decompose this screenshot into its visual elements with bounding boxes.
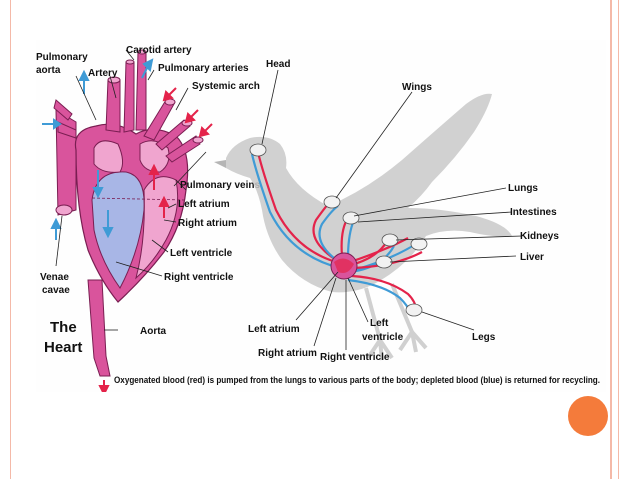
label-bird-left-ventricle-2: ventricle: [362, 332, 404, 343]
label-lungs: Lungs: [508, 183, 538, 194]
label-bird-right-ventricle: Right ventricle: [320, 352, 390, 363]
label-left-ventricle: Left ventricle: [170, 248, 233, 259]
label-legs: Legs: [472, 332, 496, 343]
heart-title-line-2: Heart: [44, 339, 82, 356]
figure-caption: Oxygenated blood (red) is pumped from th…: [114, 375, 600, 386]
bird-illustration: [214, 69, 523, 361]
label-systemic-arch: Systemic arch: [192, 81, 260, 92]
label-right-atrium: Right atrium: [178, 218, 237, 229]
circulation-diagram: Pulmonary aorta Artery Carotid artery Pu…: [36, 45, 600, 397]
heart-title-line-1: The: [50, 319, 77, 336]
heart-illustration: [42, 49, 213, 397]
label-venae-cavae-1: Venae: [40, 272, 69, 283]
label-artery: Artery: [88, 68, 118, 79]
label-aorta: Aorta: [140, 326, 167, 337]
label-pulmonary-veins: Pulmonary veins: [180, 180, 260, 191]
label-carotid-artery: Carotid artery: [126, 45, 192, 56]
label-liver: Liver: [520, 252, 544, 263]
label-venae-cavae-2: cavae: [42, 285, 70, 296]
label-kidneys: Kidneys: [520, 231, 559, 242]
label-intestines: Intestines: [510, 207, 557, 218]
label-pulmonary-arteries: Pulmonary arteries: [158, 63, 249, 74]
label-left-atrium: Left atrium: [178, 199, 230, 210]
right-border-line: [610, 0, 612, 479]
label-bird-right-atrium: Right atrium: [258, 348, 317, 359]
label-wings: Wings: [402, 82, 432, 93]
circulation-figure: Pulmonary aorta Artery Carotid artery Pu…: [36, 40, 606, 397]
label-right-ventricle: Right ventricle: [164, 272, 234, 283]
label-head: Head: [266, 59, 290, 70]
right-border-line-thin: [618, 0, 619, 479]
label-bird-left-ventricle-1: Left: [370, 318, 389, 329]
left-border-line: [10, 0, 11, 479]
label-pulmonary-aorta-2: aorta: [36, 65, 61, 76]
label-pulmonary-aorta-1: Pulmonary: [36, 52, 88, 63]
decorative-orange-circle: [568, 396, 608, 436]
label-bird-left-atrium: Left atrium: [248, 324, 300, 335]
